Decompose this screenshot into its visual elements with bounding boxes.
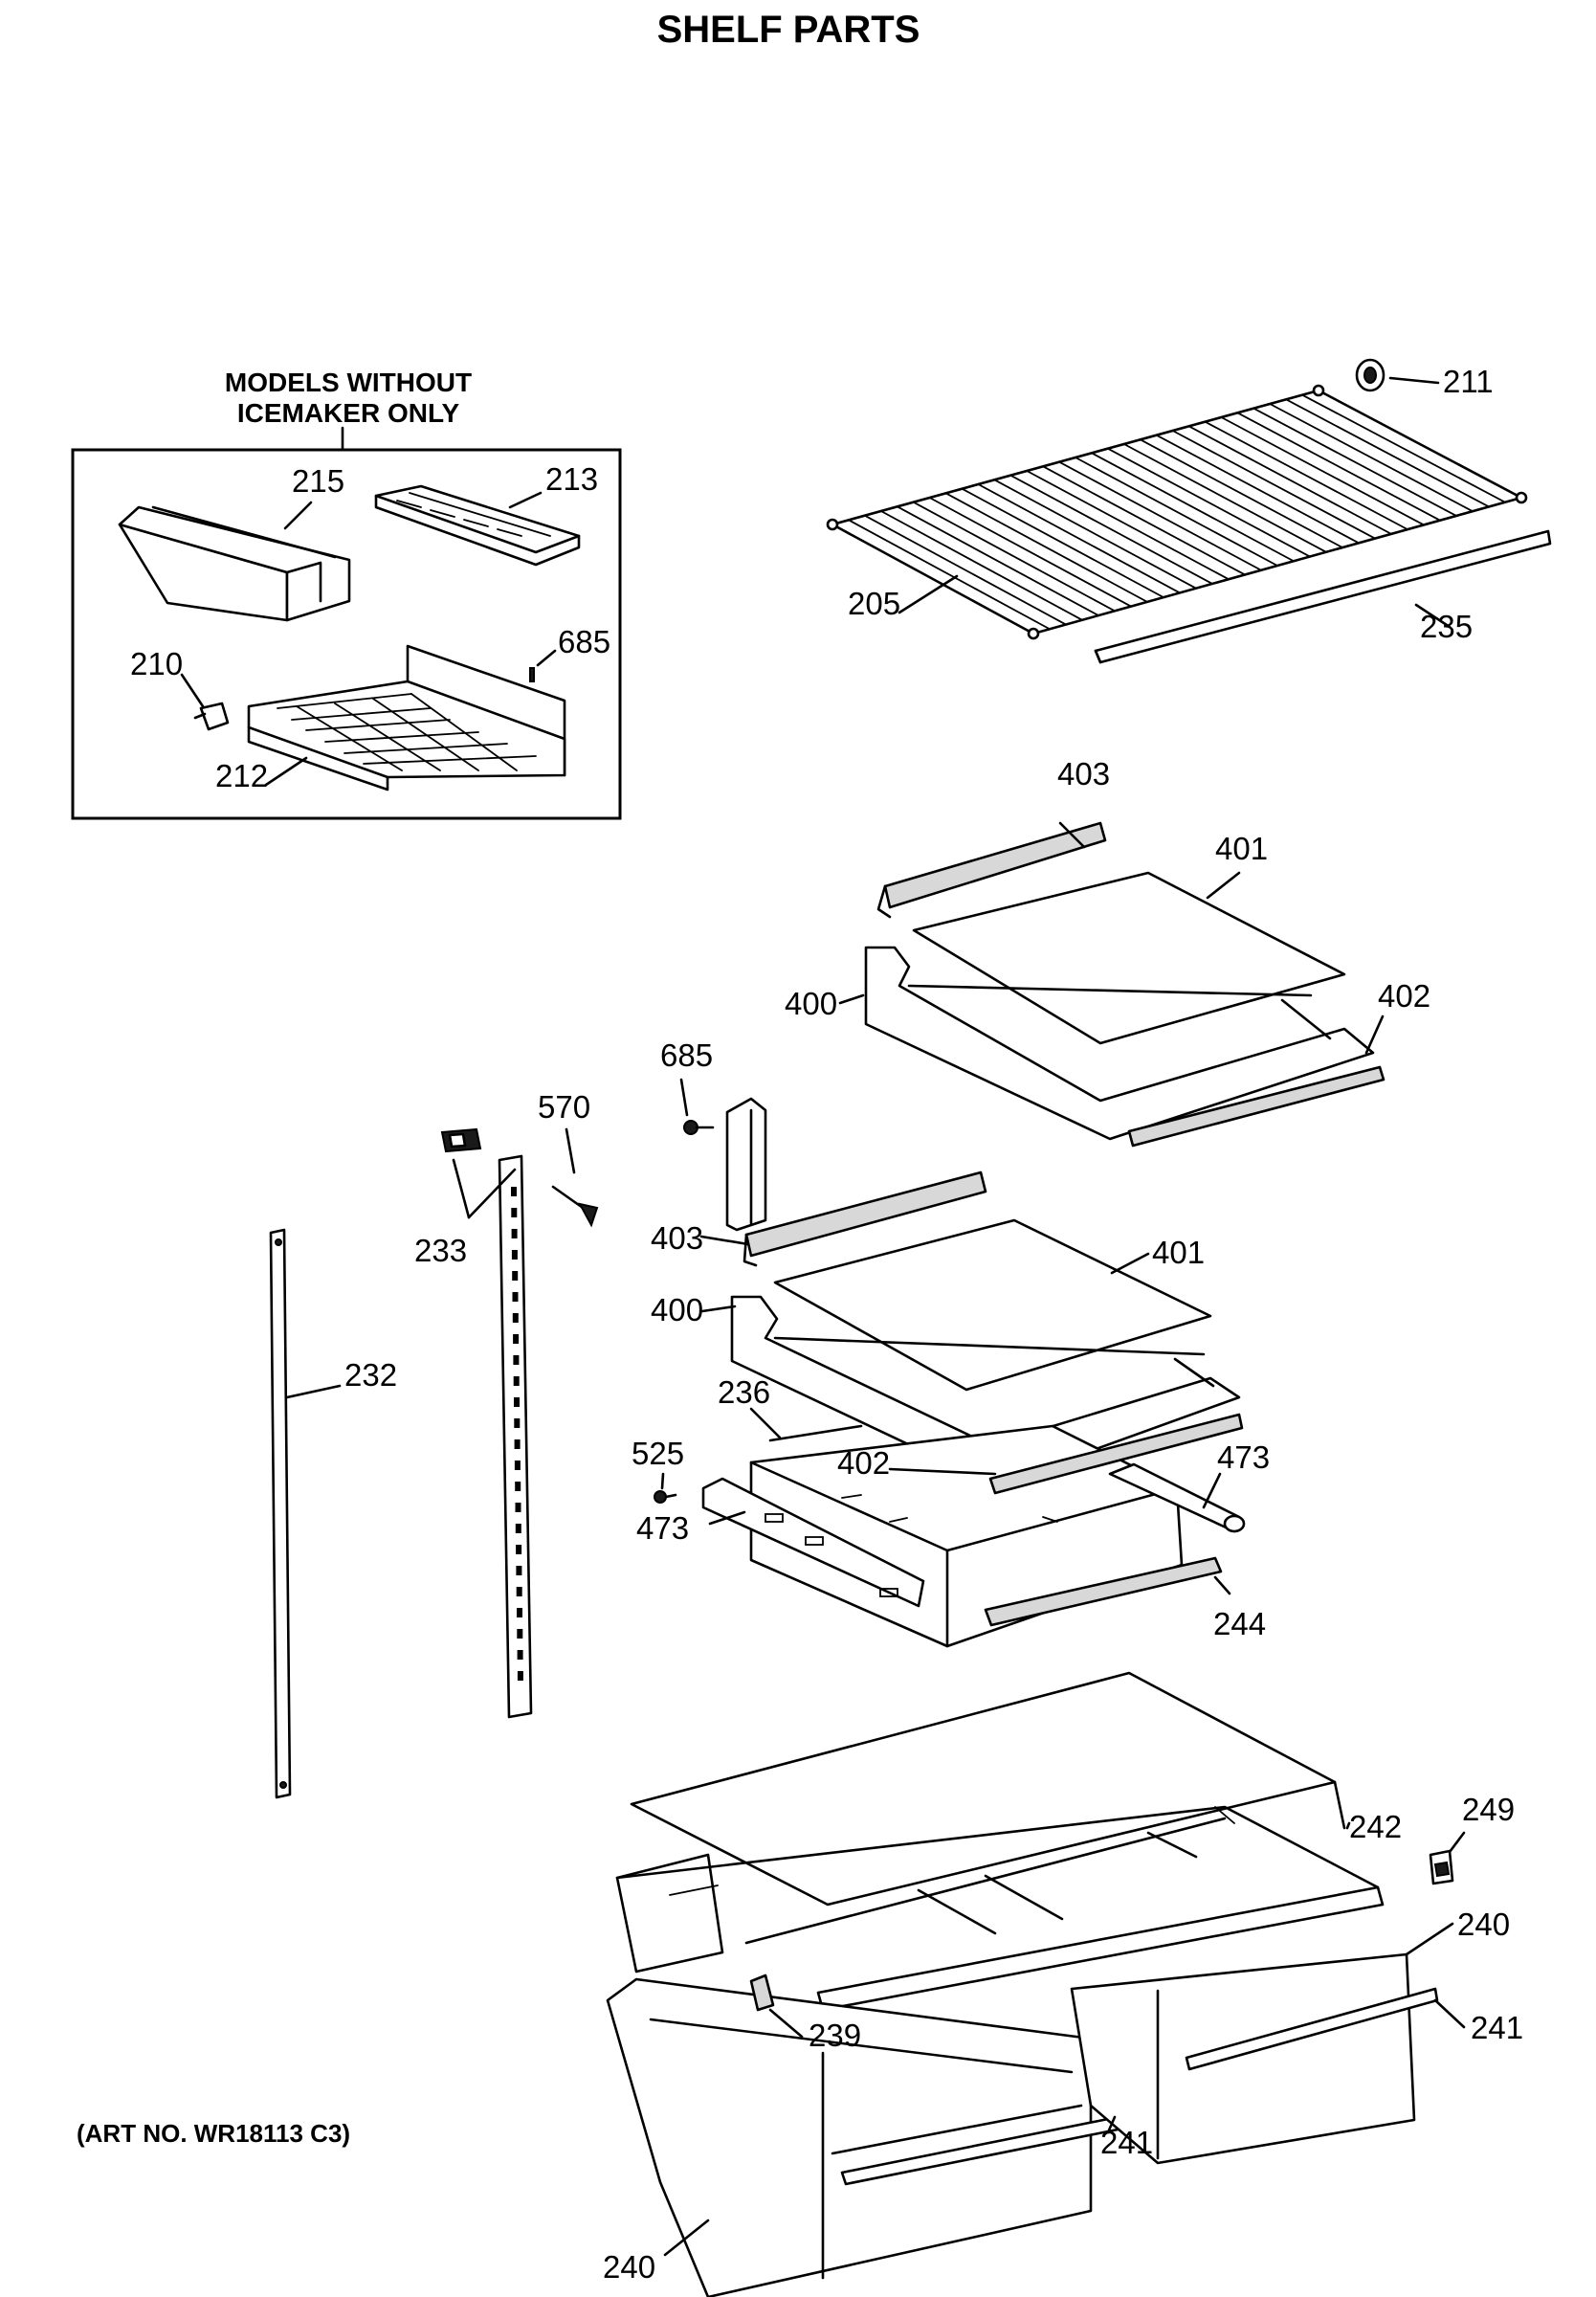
part-685-inset-drawing <box>529 667 535 682</box>
part-211-drawing <box>1355 358 1385 392</box>
part-241-right-drawing <box>1185 1987 1439 2071</box>
part-240-left-drawing <box>606 1977 1093 2297</box>
part-400-upper-drawing <box>864 946 1375 1141</box>
part-205-wire-shelf-drawing <box>826 384 1528 640</box>
part-213-drawing <box>374 484 581 567</box>
part-236-drawing <box>768 1424 863 1442</box>
label-240-right: 240 <box>1457 1907 1510 1942</box>
part-249-drawing <box>1429 1849 1454 1885</box>
part-403-upper-drawing <box>876 821 1107 919</box>
label-233: 233 <box>414 1233 467 1268</box>
part-235-drawing <box>1094 529 1552 664</box>
label-525: 525 <box>632 1436 684 1471</box>
label-685-inset: 685 <box>558 624 610 659</box>
label-235: 235 <box>1420 609 1473 644</box>
part-244-drawing <box>984 1556 1223 1627</box>
label-403-middle: 403 <box>651 1220 703 1256</box>
label-249: 249 <box>1462 1792 1515 1827</box>
part-212-drawing <box>247 644 566 792</box>
inset-box-models-without-icemaker: MODELS WITHOUT ICEMAKER ONLY <box>71 368 622 820</box>
label-241-left: 241 <box>1100 2125 1153 2160</box>
label-213: 213 <box>545 461 598 497</box>
part-240-right-drawing <box>1070 1952 1416 2165</box>
part-239-drawing <box>749 1974 775 2012</box>
label-401-middle: 401 <box>1152 1235 1205 1270</box>
label-232: 232 <box>344 1357 397 1393</box>
label-244: 244 <box>1213 1606 1266 1641</box>
label-403-upper: 403 <box>1057 756 1110 792</box>
label-215: 215 <box>292 463 344 499</box>
part-233-drawing <box>440 1127 482 1153</box>
page-title: SHELF PARTS <box>657 9 920 51</box>
part-402-middle-drawing <box>988 1413 1244 1495</box>
part-401-middle-drawing <box>773 1218 1212 1392</box>
label-242: 242 <box>1349 1809 1402 1844</box>
part-210-drawing <box>193 702 230 731</box>
label-402-upper: 402 <box>1378 978 1430 1014</box>
part-473-right-rail-drawing <box>1108 1462 1246 1533</box>
part-473-left-rail-drawing <box>701 1477 925 1608</box>
part-525-drawing <box>654 1490 677 1504</box>
part-ladder-rail-drawing <box>498 1154 533 1719</box>
label-240-left: 240 <box>603 2249 655 2285</box>
art-number-caption: (ART NO. WR18113 C3) <box>77 2119 350 2148</box>
part-400-middle-drawing <box>730 1295 1241 1487</box>
label-212: 212 <box>215 758 268 793</box>
label-402-middle: 402 <box>837 1445 890 1481</box>
label-400-upper: 400 <box>785 986 837 1021</box>
label-236: 236 <box>718 1374 770 1410</box>
label-211: 211 <box>1443 364 1494 399</box>
part-215-drawing <box>118 505 351 622</box>
label-400-middle: 400 <box>651 1292 703 1327</box>
part-242-drawing <box>630 1671 1346 1907</box>
part-232-drawing <box>269 1228 292 1799</box>
label-241-right: 241 <box>1471 2010 1523 2045</box>
part-570-drawing <box>551 1185 599 1228</box>
label-570: 570 <box>538 1089 590 1125</box>
part-cover-frame-drawing <box>615 1805 1385 2012</box>
label-473-left: 473 <box>636 1510 689 1546</box>
label-239: 239 <box>809 2018 861 2053</box>
inset-heading-line1: MODELS WITHOUT <box>225 368 472 397</box>
label-401-upper: 401 <box>1215 831 1268 866</box>
part-401-upper-drawing <box>912 871 1346 1045</box>
label-205: 205 <box>848 586 900 621</box>
part-ladder-short-drawing <box>725 1097 767 1232</box>
part-402-upper-drawing <box>1127 1065 1385 1148</box>
part-685-drawing <box>683 1120 715 1135</box>
inset-heading-line2: ICEMAKER ONLY <box>237 398 460 428</box>
label-685: 685 <box>660 1037 713 1073</box>
label-210: 210 <box>130 646 183 681</box>
label-473-right: 473 <box>1217 1439 1270 1475</box>
